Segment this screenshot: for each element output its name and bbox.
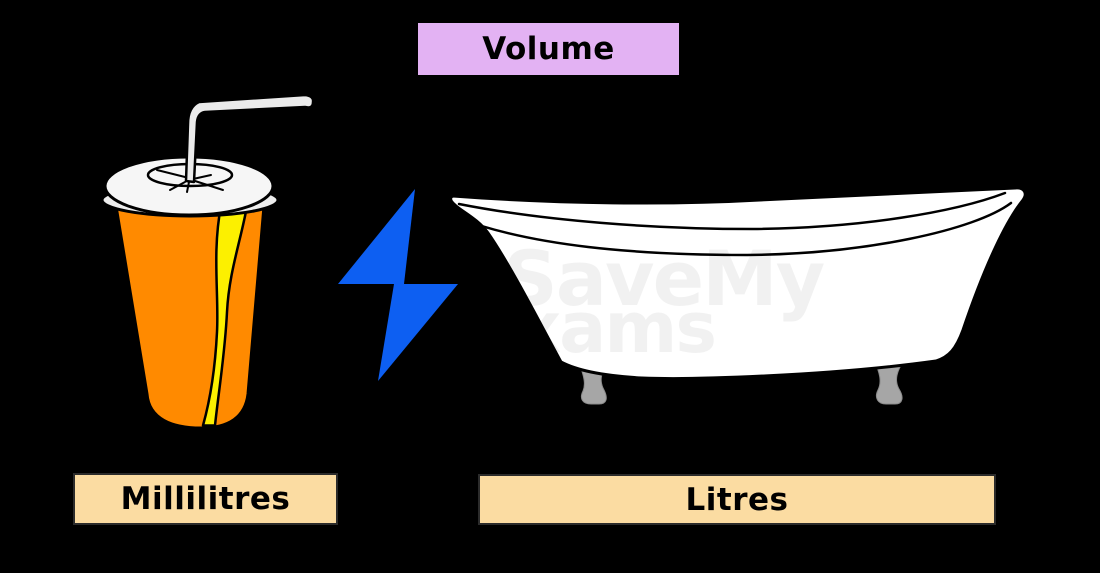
straw-corrugation-lines <box>179 92 200 114</box>
lightning-bolt-icon <box>338 189 458 381</box>
title-box: Volume <box>418 23 679 75</box>
cup-body <box>114 204 266 430</box>
bathtub-opening-line <box>457 191 1007 231</box>
cup-stripe <box>201 204 249 427</box>
straw <box>184 93 315 184</box>
litres-label: Litres <box>685 481 789 518</box>
millilitres-box: Millilitres <box>73 473 338 525</box>
drink-cup-illustration <box>100 92 315 430</box>
bathtub-illustration: SaveMy xams <box>449 186 1027 405</box>
title-label: Volume <box>482 31 615 67</box>
watermark-line-2: xams <box>516 287 715 369</box>
millilitres-label: Millilitres <box>120 481 291 517</box>
bathtub-right-foot <box>873 359 905 405</box>
lid-crease-lines <box>156 169 224 193</box>
bathtub-body <box>450 187 1026 379</box>
watermark-line-1: SaveMy <box>503 234 825 323</box>
bolt-lower-triangle <box>378 284 458 381</box>
bathtub-rim-line <box>456 201 1013 257</box>
bolt-upper-triangle <box>338 189 415 284</box>
litres-box: Litres <box>478 474 996 525</box>
bathtub-outline <box>449 186 1027 380</box>
